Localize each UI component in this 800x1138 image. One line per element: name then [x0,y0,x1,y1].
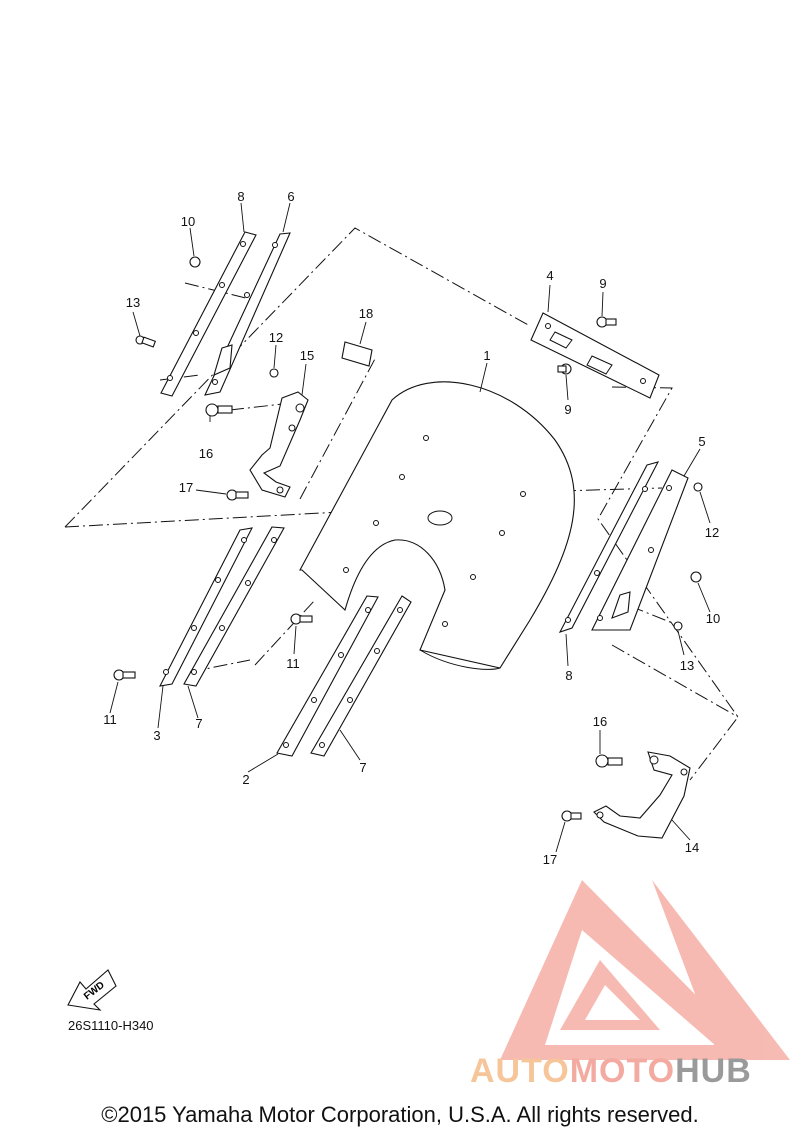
bolt-17-left [226,489,249,501]
callout-14: 14 [685,840,699,855]
callout-17-left: 17 [179,480,193,495]
bolt-16-right [595,754,623,768]
callout-12-right: 12 [705,525,719,540]
bolt-13-left [135,335,157,348]
bracket-center [530,312,660,399]
callout-13-right: 13 [680,658,694,673]
fasteners [113,256,703,822]
bracket-lower-center [276,595,412,757]
nut-10-right [690,571,702,583]
windscreen [299,381,575,670]
leader-lines [109,202,711,853]
callout-15: 15 [300,348,314,363]
bolt-11-left [113,669,136,681]
callout-8-right: 8 [565,668,572,683]
stay-lower [593,751,691,839]
watermark-hub: HUB [675,1052,752,1090]
watermark-logo [500,880,790,1060]
bolt-16-left [205,403,233,417]
bolt-17-right [561,810,582,822]
bracket-right [558,461,689,633]
callout-16-left: 16 [199,446,213,461]
watermark-text: AUTOMOTOHUB [470,1052,752,1091]
callout-4: 4 [546,268,553,283]
callout-7-center: 7 [359,760,366,775]
callout-13-left: 13 [126,295,140,310]
fwd-arrow-icon: FWD [67,969,117,1011]
callout-9-top: 9 [599,276,606,291]
bracket-lower-left [159,526,285,687]
bolt-13-right [673,621,683,631]
copyright-notice: ©2015 Yamaha Motor Corporation, U.S.A. A… [101,1102,699,1127]
callout-3: 3 [153,728,160,743]
reference-code: 26S1110-H340 [68,1018,154,1033]
callout-labels: 1 2 3 4 5 6 7 7 8 8 9 9 10 10 11 11 12 1… [103,189,720,867]
callout-5: 5 [698,434,705,449]
callout-16-right: 16 [593,714,607,729]
bolt-11-center [290,613,313,625]
bracket-left-upper [160,231,291,397]
callout-12-left: 12 [269,330,283,345]
callout-7-left: 7 [195,716,202,731]
callout-11-left: 11 [103,712,117,727]
callout-6: 6 [287,189,294,204]
callout-10-left: 10 [181,214,195,229]
bolt-9-bottom [557,363,572,375]
callout-9-bottom: 9 [564,402,571,417]
callout-8-left: 8 [237,189,244,204]
callout-2: 2 [242,772,249,787]
bolt-12-left [269,368,279,378]
bolt-12-right [693,482,703,492]
callout-1: 1 [483,348,490,363]
bolt-9-top [596,316,617,328]
callout-18: 18 [359,306,373,321]
watermark-auto: AUTO [470,1052,570,1090]
callout-11-center: 11 [286,656,300,671]
pad [341,341,373,367]
callout-17-right: 17 [543,852,557,867]
stay-upper [249,391,309,498]
watermark-moto: MOTO [569,1052,676,1090]
nut-10-left [189,256,201,268]
callout-10-right: 10 [706,611,720,626]
